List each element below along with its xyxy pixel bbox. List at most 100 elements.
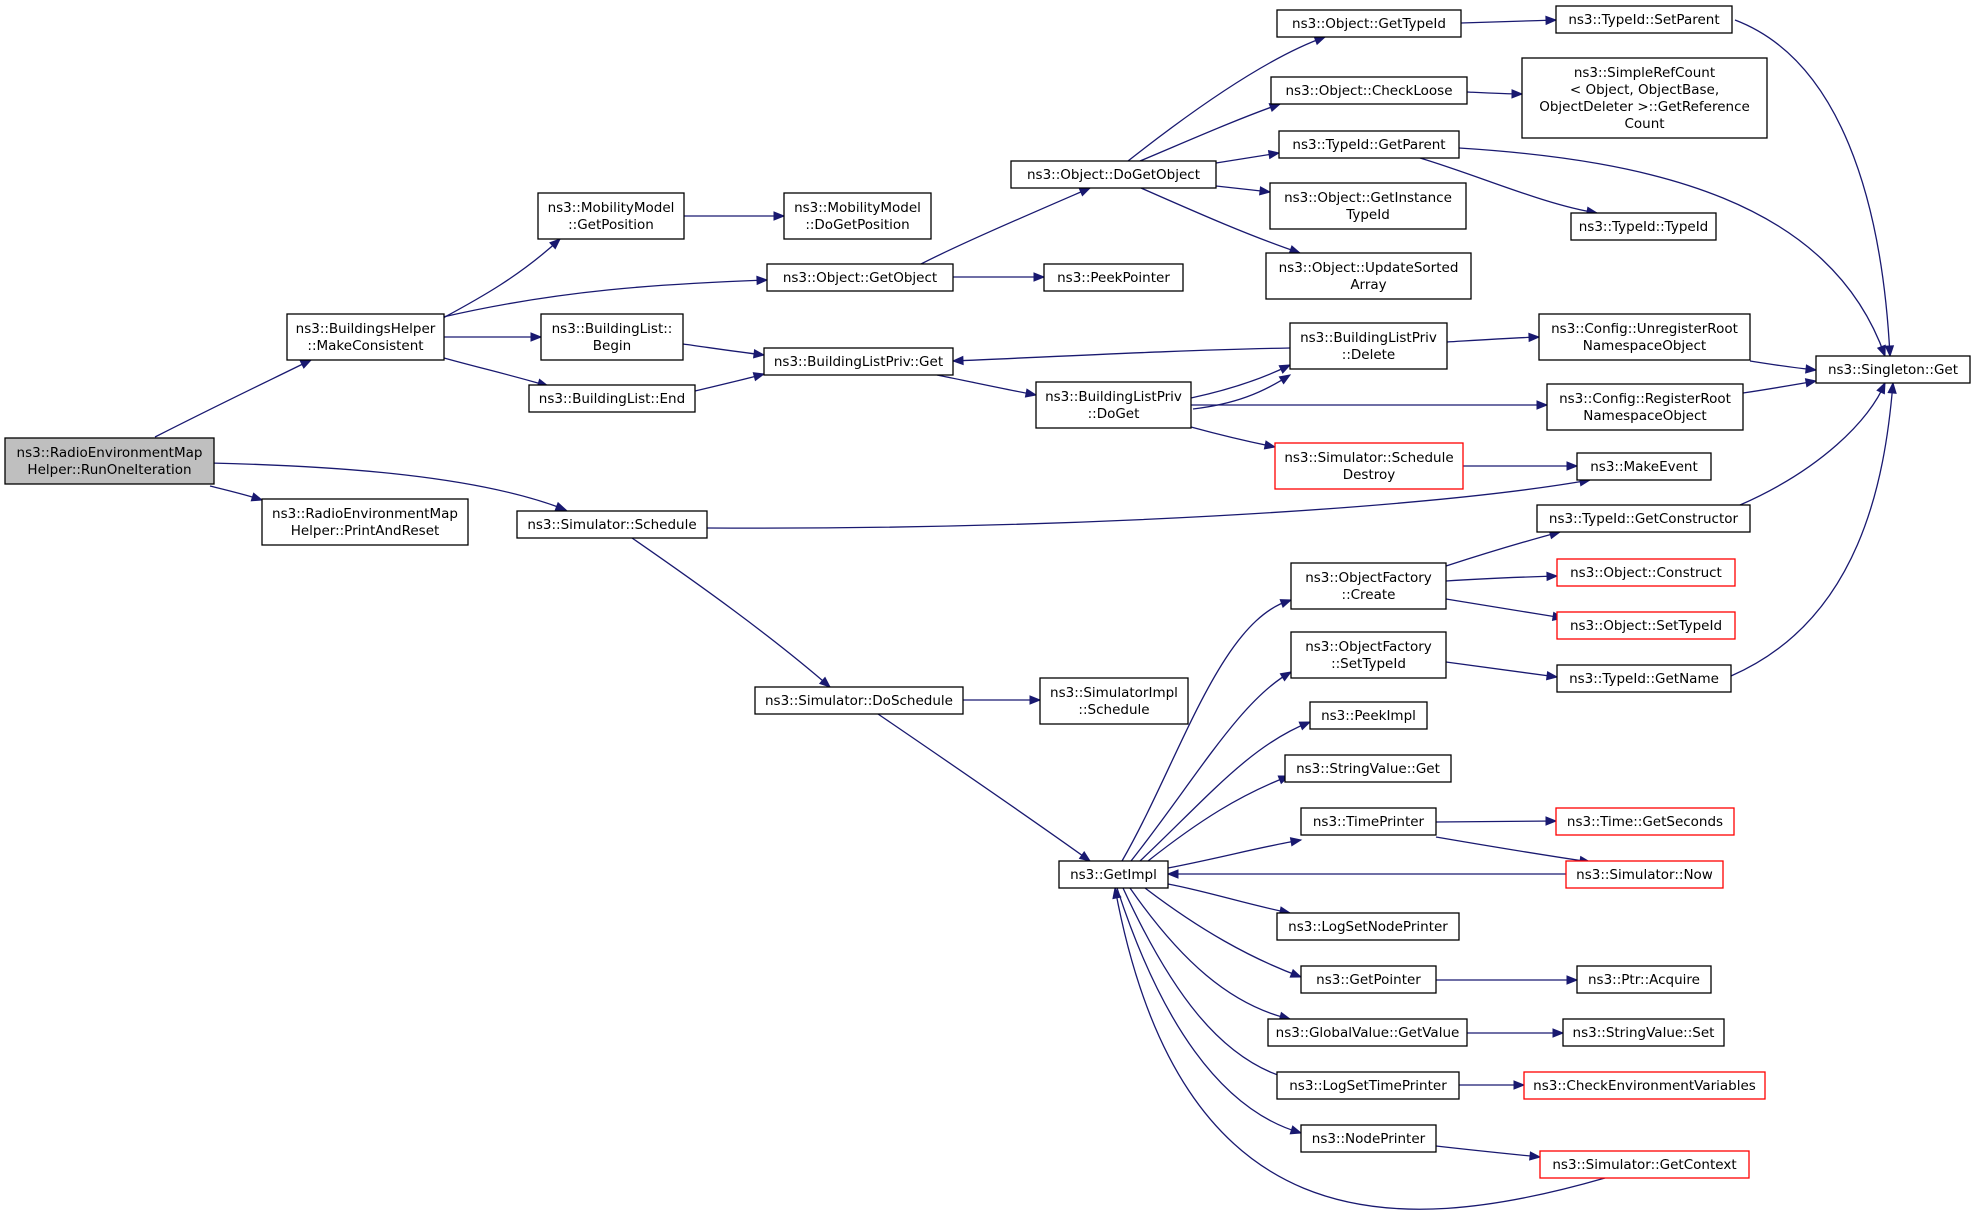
node-label: NamespaceObject <box>1583 408 1706 424</box>
edge-obj-checkloose-to-simplerefcount <box>1466 89 1524 99</box>
node-label: ns3::MakeEvent <box>1590 459 1698 475</box>
node-label: ns3::BuildingListPriv <box>1300 330 1437 346</box>
edge-obj-getobject-to-obj-dogetobject <box>920 187 1092 265</box>
node-makeevent[interactable]: ns3::MakeEvent <box>1576 452 1712 481</box>
node-obj-getobject[interactable]: ns3::Object::GetObject <box>766 263 954 292</box>
node-label: ns3::LogSetNodePrinter <box>1288 919 1448 935</box>
node-label: Helper::RunOneIteration <box>27 462 191 478</box>
node-typeid-setparent[interactable]: ns3::TypeId::SetParent <box>1555 5 1733 34</box>
node-peekimpl[interactable]: ns3::PeekImpl <box>1309 701 1428 730</box>
node-globalvalue-getvalue[interactable]: ns3::GlobalValue::GetValue <box>1267 1018 1468 1047</box>
edge-buildingshelper-to-obj-getobject <box>442 275 769 318</box>
node-label: ::DoGetPosition <box>805 217 909 233</box>
node-printandreset[interactable]: ns3::RadioEnvironmentMapHelper::PrintAnd… <box>261 498 469 546</box>
node-blp-get[interactable]: ns3::BuildingListPriv::Get <box>763 347 954 376</box>
node-obj-settypeid[interactable]: ns3::Object::SetTypeId <box>1556 611 1736 640</box>
node-label: ns3::Ptr::Acquire <box>1588 972 1700 988</box>
node-objfactory-settypeid[interactable]: ns3::ObjectFactory::SetTypeId <box>1290 631 1447 679</box>
edge-mm-getposition-to-mm-dogetposition <box>684 211 786 221</box>
node-label: ns3::BuildingList::End <box>539 391 685 407</box>
node-label: ns3::GetImpl <box>1070 867 1157 883</box>
node-buildinglist-end[interactable]: ns3::BuildingList::End <box>528 384 696 413</box>
edge-buildinglist-begin-to-blp-get <box>682 343 766 359</box>
node-timeprinter[interactable]: ns3::TimePrinter <box>1300 807 1437 836</box>
node-logsetnodeprinter[interactable]: ns3::LogSetNodePrinter <box>1276 912 1460 941</box>
edge-nodeprinter-to-sim-getcontext <box>1435 1145 1542 1161</box>
node-logsettimeprinter[interactable]: ns3::LogSetTimePrinter <box>1276 1071 1460 1100</box>
edge-config-unregister-to-singleton-get <box>1749 360 1818 374</box>
node-label: ns3::GlobalValue::GetValue <box>1276 1025 1460 1041</box>
node-peekpointer[interactable]: ns3::PeekPointer <box>1043 263 1184 292</box>
edge-blp-delete-to-blp-doget <box>1190 364 1292 399</box>
edge-timeprinter-to-sim-now <box>1435 836 1592 866</box>
node-root[interactable]: ns3::RadioEnvironmentMapHelper::RunOneIt… <box>4 437 215 485</box>
node-time-getseconds[interactable]: ns3::Time::GetSeconds <box>1555 807 1735 836</box>
edge-buildingshelper-to-buildinglist-end <box>443 357 550 388</box>
node-checkenvvars[interactable]: ns3::CheckEnvironmentVariables <box>1523 1071 1766 1100</box>
node-buildingshelper[interactable]: ns3::BuildingsHelper::MakeConsistent <box>286 313 445 361</box>
node-label: ns3::NodePrinter <box>1312 1131 1426 1147</box>
node-ptr-acquire[interactable]: ns3::Ptr::Acquire <box>1576 965 1712 994</box>
node-obj-gettypeid[interactable]: ns3::Object::GetTypeId <box>1276 9 1462 38</box>
node-label: ns3::Object::CheckLoose <box>1285 83 1452 99</box>
node-sim-doschedule[interactable]: ns3::Simulator::DoSchedule <box>754 686 964 715</box>
node-sim-schedule[interactable]: ns3::Simulator::Schedule <box>516 510 708 539</box>
node-sim-now[interactable]: ns3::Simulator::Now <box>1565 860 1724 889</box>
node-simplerefcount[interactable]: ns3::SimpleRefCount< Object, ObjectBase,… <box>1521 57 1768 139</box>
node-stringvalue-set[interactable]: ns3::StringValue::Set <box>1562 1018 1725 1047</box>
node-label: ns3::LogSetTimePrinter <box>1289 1078 1447 1094</box>
node-typeid-getparent[interactable]: ns3::TypeId::GetParent <box>1278 130 1460 159</box>
node-typeid-getconstructor[interactable]: ns3::TypeId::GetConstructor <box>1536 504 1751 533</box>
node-label: ns3::BuildingListPriv <box>1045 389 1182 405</box>
node-sim-getcontext[interactable]: ns3::Simulator::GetContext <box>1539 1150 1750 1179</box>
edge-buildingshelper-to-buildinglist-begin <box>444 332 543 342</box>
node-obj-checkloose[interactable]: ns3::Object::CheckLoose <box>1270 76 1468 105</box>
edge-typeid-setparent-to-singleton-get <box>1734 19 1895 358</box>
node-typeid-getname[interactable]: ns3::TypeId::GetName <box>1556 664 1732 693</box>
node-label: ns3::BuildingList:: <box>552 321 673 337</box>
node-label: ns3::RadioEnvironmentMap <box>272 506 458 522</box>
node-label: ns3::SimulatorImpl <box>1050 685 1178 701</box>
node-typeid-typeid[interactable]: ns3::TypeId::TypeId <box>1570 212 1717 241</box>
node-getimpl[interactable]: ns3::GetImpl <box>1058 860 1169 889</box>
edge-getimpl-to-peekimpl <box>1139 721 1312 862</box>
edge-objfactory-create-to-obj-settypeid <box>1445 598 1565 622</box>
nodes-layer: ns3::RadioEnvironmentMapHelper::RunOneIt… <box>4 5 1971 1179</box>
node-label: ns3::Simulator::DoSchedule <box>765 693 953 709</box>
node-buildinglist-begin[interactable]: ns3::BuildingList::Begin <box>540 313 684 361</box>
node-blp-delete[interactable]: ns3::BuildingListPriv::Delete <box>1289 322 1448 370</box>
node-nodeprinter[interactable]: ns3::NodePrinter <box>1300 1124 1437 1153</box>
node-mm-getposition[interactable]: ns3::MobilityModel::GetPosition <box>537 192 685 240</box>
edge-getimpl-to-logsetnodeprinter <box>1167 883 1292 916</box>
node-label: Count <box>1624 116 1664 132</box>
edge-blp-delete-to-config-unregister <box>1446 332 1541 343</box>
node-objfactory-create[interactable]: ns3::ObjectFactory::Create <box>1290 562 1447 610</box>
node-label: ns3::PeekImpl <box>1321 708 1416 724</box>
node-config-unregister[interactable]: ns3::Config::UnregisterRootNamespaceObje… <box>1538 313 1751 361</box>
node-label: ns3::Simulator::Now <box>1576 867 1713 883</box>
edge-getimpl-to-logsettimeprinter <box>1122 887 1292 1081</box>
node-mm-dogetposition[interactable]: ns3::MobilityModel::DoGetPosition <box>783 192 932 240</box>
edge-getpointer-to-ptr-acquire <box>1436 975 1579 985</box>
edge-objfactory-create-to-typeid-getconstructor <box>1445 530 1562 567</box>
edge-typeid-getparent-to-singleton-get <box>1458 147 1886 358</box>
node-label: ::Schedule <box>1078 702 1149 718</box>
node-label: ns3::Simulator::Schedule <box>1284 450 1453 466</box>
node-label: ns3::TypeId::GetParent <box>1292 137 1445 153</box>
node-getpointer[interactable]: ns3::GetPointer <box>1300 965 1437 994</box>
node-stringvalue-get[interactable]: ns3::StringValue::Get <box>1284 754 1452 783</box>
node-simimpl-schedule[interactable]: ns3::SimulatorImpl::Schedule <box>1039 677 1189 725</box>
node-blp-doget[interactable]: ns3::BuildingListPriv::DoGet <box>1035 381 1192 429</box>
node-singleton-get[interactable]: ns3::Singleton::Get <box>1815 355 1971 384</box>
node-obj-dogetobject[interactable]: ns3::Object::DoGetObject <box>1010 160 1217 189</box>
node-label: ns3::RadioEnvironmentMap <box>17 445 203 461</box>
edge-logsettimeprinter-to-checkenvvars <box>1459 1080 1526 1090</box>
edge-getimpl-to-objfactory-settypeid <box>1130 671 1293 862</box>
node-label: ObjectDeleter >::GetReference <box>1539 99 1750 115</box>
node-obj-construct[interactable]: ns3::Object::Construct <box>1556 558 1736 587</box>
node-label: ns3::Config::RegisterRoot <box>1559 391 1731 407</box>
